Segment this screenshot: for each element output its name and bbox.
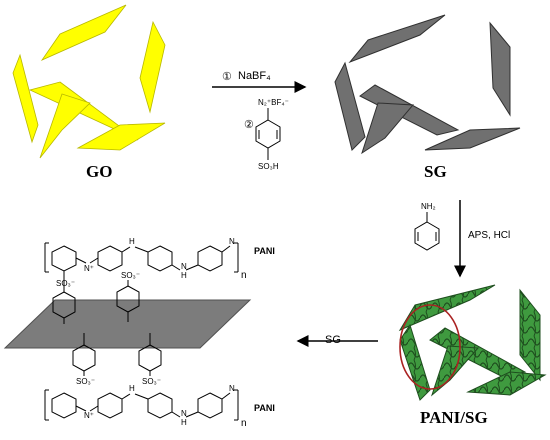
aniline-benzene-ring	[414, 212, 440, 251]
sg-sheet-label: SG	[325, 334, 341, 346]
so3-label-4: SO₃⁻	[142, 377, 162, 386]
pani-sg-sheets	[398, 284, 547, 401]
step1-reagent: NaBF₄	[238, 70, 271, 82]
pani-sg-sheet	[398, 284, 496, 332]
nh-label-2: H	[129, 384, 135, 393]
pani-sg-label: PANI/SG	[420, 408, 488, 427]
pani-chain-bottom	[44, 333, 239, 421]
sg-sheet	[334, 61, 366, 151]
pani-chain-top	[44, 242, 239, 324]
n-end-label-1: N	[229, 237, 235, 246]
sg-sheets	[334, 14, 521, 155]
go-label: GO	[86, 162, 113, 181]
n-top-label: n	[241, 270, 247, 281]
pani-top-label: PANI	[254, 246, 275, 256]
highlight-ring	[399, 304, 461, 390]
diazonium-benzene-ring	[255, 108, 281, 160]
step2-number: ②	[244, 119, 254, 131]
step1-number: ①	[222, 71, 232, 83]
pani-bottom-label: PANI	[254, 403, 275, 413]
go-sheet	[28, 81, 139, 141]
pani-sg-sheet	[519, 288, 541, 382]
n-end-label-2: N	[229, 384, 235, 393]
diazonium-label: N₂⁺BF₄⁻	[258, 98, 289, 107]
n-bottom-label: n	[241, 418, 247, 429]
sg-plane	[3, 299, 252, 349]
n-plus-label-1: N⁺	[84, 264, 94, 273]
so3-label-1: SO₃⁻	[56, 279, 76, 288]
sg-sheet	[489, 21, 511, 117]
sg-sheet	[424, 127, 521, 151]
n-dots-label-2: N	[181, 409, 187, 418]
so3-label-2: SO₃⁻	[121, 271, 141, 280]
pani-sg-sheet	[466, 371, 547, 396]
aps-hcl-label: APS, HCl	[468, 230, 511, 241]
go-sheet	[76, 122, 166, 151]
n-plus-label-2: N⁺	[84, 411, 94, 420]
nh-label-4: H	[181, 418, 187, 427]
go-sheet	[40, 4, 127, 61]
go-sheet	[39, 93, 91, 159]
sg-sheet	[361, 102, 415, 155]
go-sheet	[12, 53, 39, 144]
so3-label-3: SO₃⁻	[76, 377, 96, 386]
go-sheet	[139, 20, 166, 114]
go-sheets	[12, 4, 166, 159]
pani-sg-sheet	[399, 323, 431, 401]
aniline-nh2-label: NH₂	[421, 202, 436, 211]
nh-label-1: H	[129, 237, 135, 246]
nh-label-3: H	[181, 271, 187, 280]
sulfonic-label: SO₃H	[258, 162, 279, 171]
sg-sheet	[348, 14, 446, 64]
sg-label: SG	[424, 162, 447, 181]
n-dots-label-1: N	[181, 262, 187, 271]
